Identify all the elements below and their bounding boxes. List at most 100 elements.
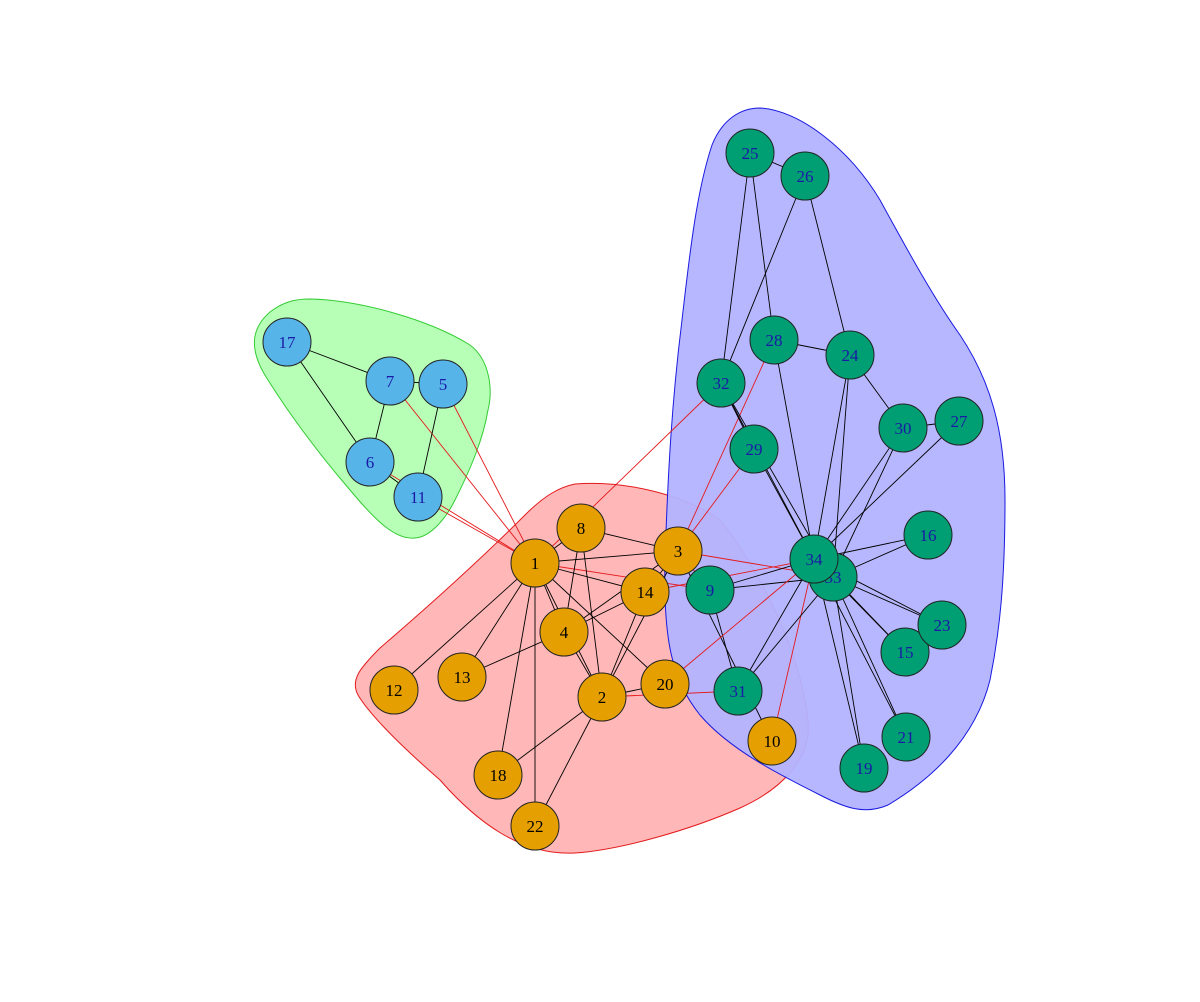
edge — [832, 427, 904, 578]
node-circle — [556, 503, 606, 553]
edge — [813, 427, 904, 560]
node-circle — [345, 437, 395, 487]
node-10: 10 — [747, 716, 797, 766]
node-label: 1 — [531, 554, 540, 573]
node-31: 31 — [713, 666, 763, 716]
node-label: 13 — [454, 668, 471, 687]
node-circle — [903, 510, 953, 560]
node-label: 27 — [951, 412, 969, 431]
node-circle — [934, 396, 984, 446]
edge-between-communities — [534, 562, 711, 591]
node-30: 30 — [878, 403, 928, 453]
node-circle — [577, 672, 627, 722]
node-circle — [729, 424, 779, 474]
node-11: 11 — [393, 472, 443, 522]
node-6: 6 — [345, 437, 395, 487]
node-circle — [437, 652, 487, 702]
node-label: 14 — [637, 583, 655, 602]
edge — [720, 382, 815, 560]
node-circle — [780, 151, 830, 201]
edge-between-communities — [442, 383, 536, 564]
node-circle — [653, 526, 703, 576]
node-17: 17 — [262, 317, 312, 367]
node-label: 32 — [713, 374, 730, 393]
node-15: 15 — [880, 627, 930, 677]
node-8: 8 — [556, 503, 606, 553]
edge — [832, 576, 907, 738]
edge — [393, 562, 536, 691]
node-circle — [393, 472, 443, 522]
node-20: 20 — [640, 659, 690, 709]
node-3: 3 — [653, 526, 703, 576]
node-5: 5 — [418, 359, 468, 409]
node-circle — [747, 716, 797, 766]
node-circle — [640, 659, 690, 709]
node-12: 12 — [369, 665, 419, 715]
edge — [737, 576, 834, 692]
node-7: 7 — [365, 356, 415, 406]
node-26: 26 — [780, 151, 830, 201]
node-label: 8 — [577, 519, 586, 538]
node-label: 10 — [764, 732, 781, 751]
edge — [813, 420, 960, 560]
node-circle — [369, 665, 419, 715]
node-1: 1 — [510, 538, 560, 588]
node-label: 9 — [706, 581, 715, 600]
edge — [813, 354, 851, 560]
node-label: 23 — [934, 616, 951, 635]
node-9: 9 — [685, 565, 735, 615]
node-4: 4 — [539, 607, 589, 657]
node-circle — [262, 317, 312, 367]
node-circle — [620, 567, 670, 617]
node-19: 19 — [839, 743, 889, 793]
edge — [773, 339, 815, 560]
node-24: 24 — [825, 330, 875, 380]
edge — [804, 175, 851, 356]
node-label: 2 — [598, 688, 607, 707]
node-18: 18 — [473, 750, 523, 800]
node-label: 5 — [439, 375, 448, 394]
node-label: 26 — [797, 167, 814, 186]
node-25: 25 — [725, 128, 775, 178]
node-22: 22 — [510, 801, 560, 851]
edge — [737, 558, 815, 692]
node-circle — [713, 666, 763, 716]
node-label: 6 — [366, 453, 375, 472]
node-circle — [685, 565, 735, 615]
node-label: 7 — [386, 372, 395, 391]
edge-between-communities — [369, 461, 536, 564]
node-circle — [539, 607, 589, 657]
node-2: 2 — [577, 672, 627, 722]
edge — [832, 576, 865, 769]
edge-between-communities — [664, 558, 815, 685]
node-34: 34 — [789, 534, 839, 584]
node-circle — [696, 358, 746, 408]
node-circle — [473, 750, 523, 800]
edge — [534, 562, 666, 685]
node-circle — [789, 534, 839, 584]
node-circle — [725, 128, 775, 178]
node-13: 13 — [437, 652, 487, 702]
node-label: 34 — [806, 550, 824, 569]
node-label: 15 — [897, 643, 914, 662]
node-label: 17 — [279, 333, 297, 352]
edge — [601, 550, 679, 698]
node-32: 32 — [696, 358, 746, 408]
node-28: 28 — [749, 315, 799, 365]
node-label: 28 — [766, 331, 783, 350]
node-circle — [365, 356, 415, 406]
node-circle — [749, 315, 799, 365]
node-label: 4 — [560, 623, 569, 642]
node-circle — [917, 600, 967, 650]
node-label: 20 — [657, 675, 674, 694]
node-circle — [510, 538, 560, 588]
node-label: 19 — [856, 759, 873, 778]
node-16: 16 — [903, 510, 953, 560]
edge — [720, 152, 751, 384]
edge — [749, 152, 775, 341]
node-label: 24 — [842, 346, 860, 365]
edge — [832, 354, 851, 578]
node-14: 14 — [620, 567, 670, 617]
